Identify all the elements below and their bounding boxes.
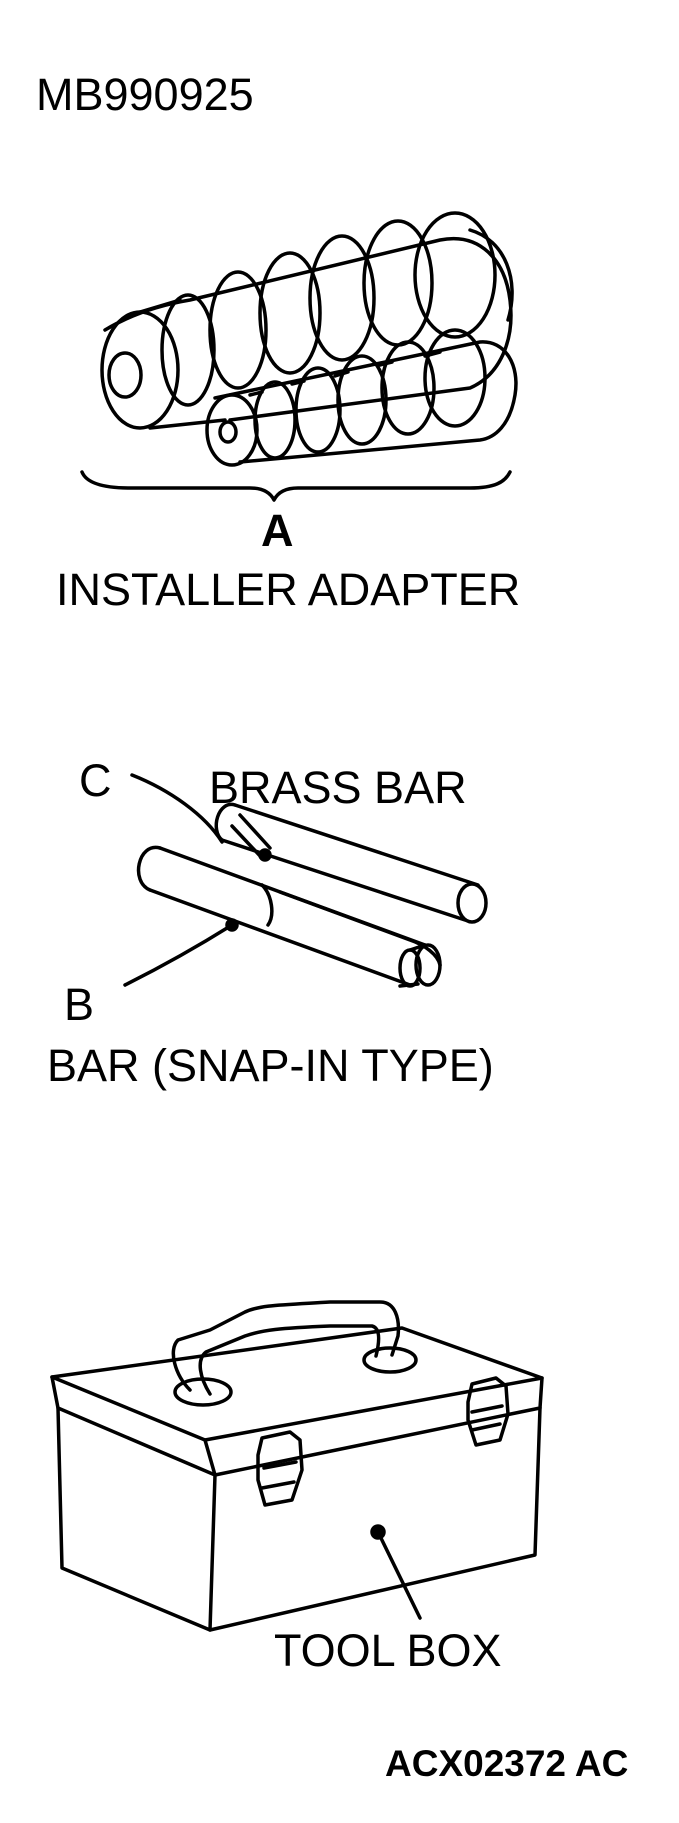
part-number: MB990925 (36, 69, 254, 120)
label-b: B (64, 979, 95, 1030)
caption-installer-adapter: INSTALLER ADAPTER (56, 564, 521, 615)
document-code: ACX02372 AC (385, 1743, 629, 1784)
caption-brass-bar: BRASS BAR (209, 762, 467, 813)
tool-box-drawing (50, 1300, 544, 1632)
label-c: C (79, 755, 112, 806)
label-a: A (261, 505, 294, 556)
bars-drawing (123, 773, 488, 988)
caption-snap-in-bar: BAR (SNAP-IN TYPE) (47, 1040, 494, 1091)
caption-tool-box: TOOL BOX (274, 1625, 502, 1676)
installer-adapter-drawing (80, 211, 518, 502)
